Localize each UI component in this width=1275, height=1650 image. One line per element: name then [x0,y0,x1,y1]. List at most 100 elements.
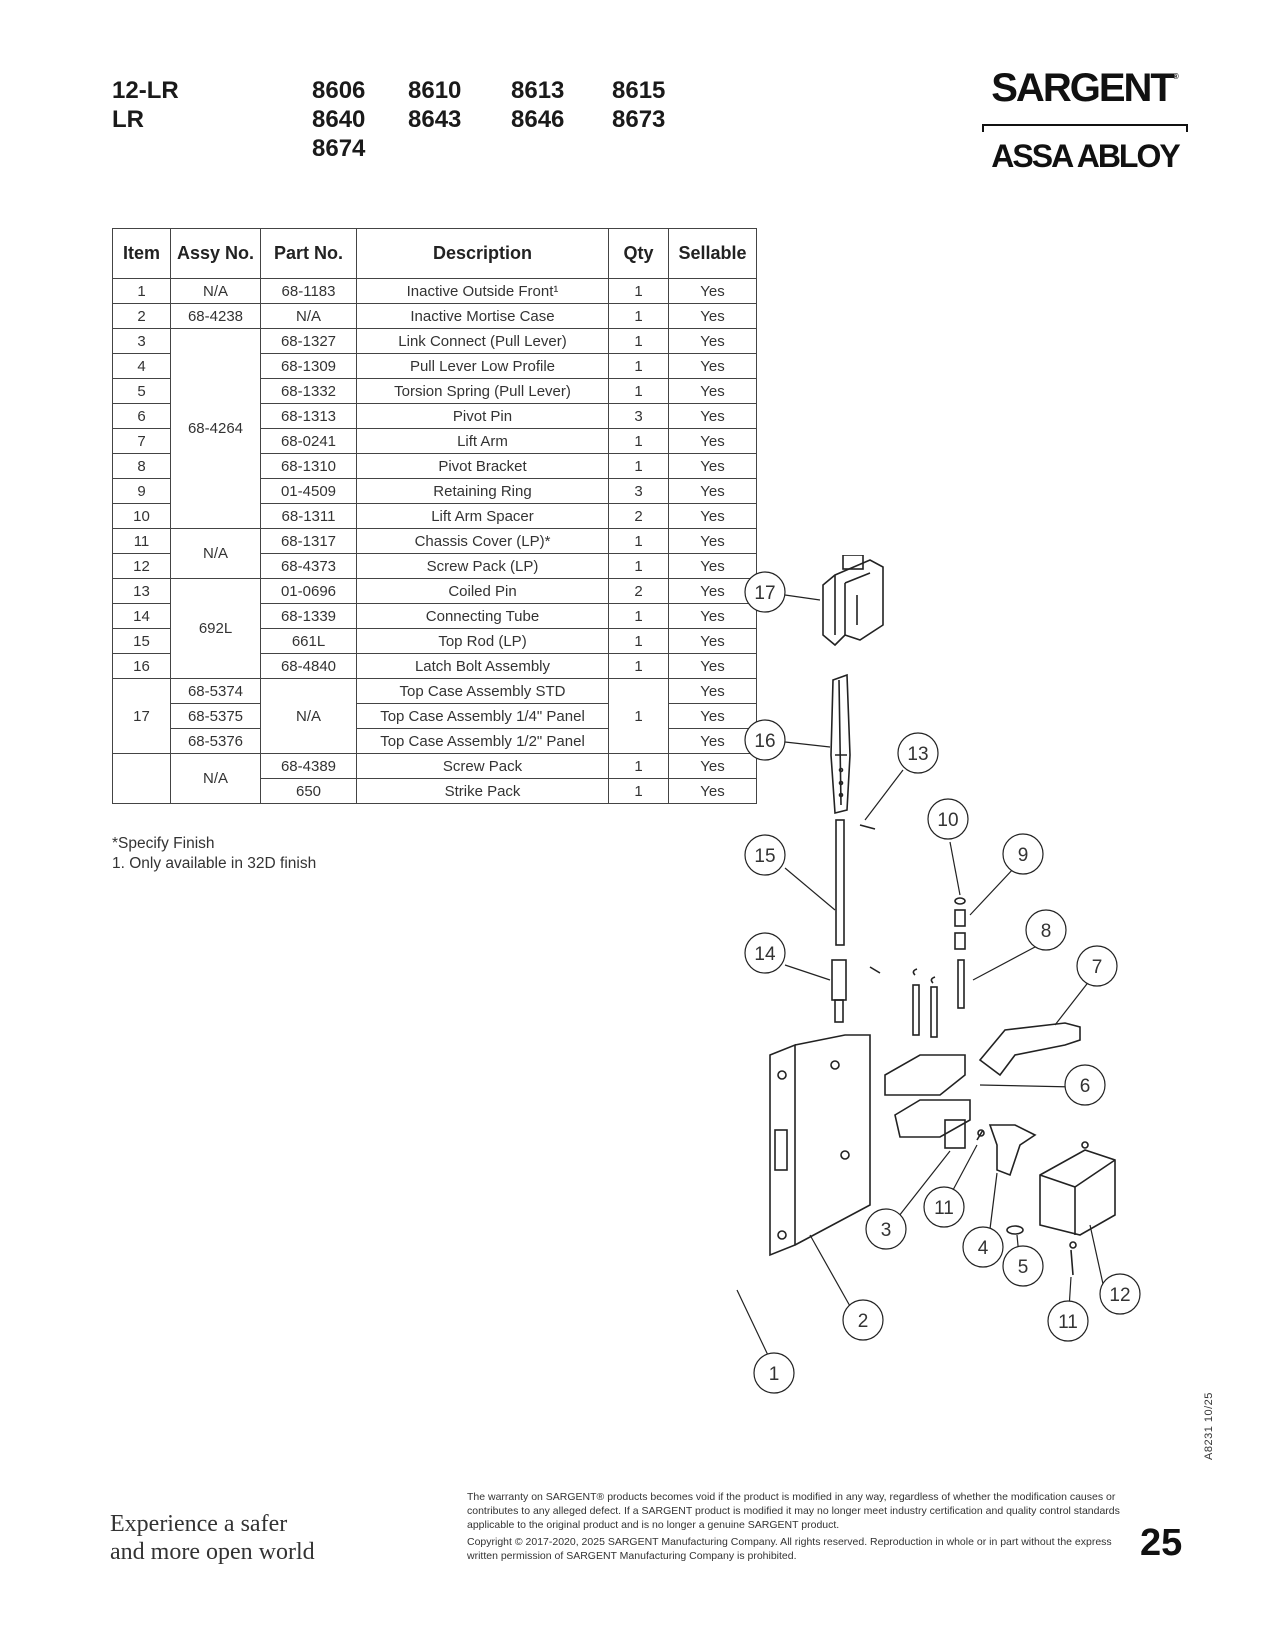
brand-name: SARGENT® [991,66,1179,110]
column-header: Description [356,228,609,279]
part-cell: 01-4509 [260,478,357,504]
description-cell: Top Case Assembly 1/4" Panel [356,703,609,729]
model-number: 8613 [511,77,565,104]
sellable-cell: Yes [668,353,757,379]
column-header: Sellable [668,228,757,279]
table-row: 12 68-4373 Screw Pack (LP) 1 Yes [112,553,757,579]
table-row: 4 68-1309 Pull Lever Low Profile 1 Yes [112,353,757,379]
chassis-cover [1039,1149,1116,1236]
sellable-cell: Yes [668,678,757,704]
screws [976,1129,1089,1276]
callout-label: 10 [937,810,958,831]
qty-cell: 1 [608,603,669,629]
callout-label: 7 [1092,957,1103,978]
part-cell: 68-1313 [260,403,357,429]
description-cell: Pull Lever Low Profile [356,353,609,379]
qty-cell: 1 [608,328,669,354]
description-cell: Chassis Cover (LP)* [356,528,609,554]
sellable-cell: Yes [668,603,757,629]
page-number: 25 [1140,1522,1183,1564]
qty-cell: 3 [608,478,669,504]
item-cell: 7 [112,428,171,454]
table-row: 14 68-1339 Connecting Tube 1 Yes [112,603,757,629]
table-row: 2 68-4238 N/A Inactive Mortise Case 1 Ye… [112,303,757,329]
part-cell: 68-1332 [260,378,357,404]
callout-label: 1 [769,1364,780,1385]
table-row: 68-5376 Top Case Assembly 1/2" Panel Yes [113,728,757,754]
model-number: 8673 [612,106,666,133]
qty-cell: 1 [608,678,669,754]
description-cell: Retaining Ring [356,478,609,504]
part-cell: 68-4389 [260,753,357,779]
description-cell: Screw Pack [356,753,609,779]
item-cell: 1 [112,278,171,304]
model-number: 8643 [408,106,462,133]
sellable-cell: Yes [668,378,757,404]
note: *Specify Finish [112,835,215,852]
note: 1. Only available in 32D finish [112,855,317,872]
model-number: 8615 [612,77,666,104]
callouts: 17 16 13 10 9 15 8 7 14 6 3 11 4 5 12 11… [744,571,1141,1394]
copyright-notice: Copyright © 2017-2020, 2025 SARGENT Manu… [467,1536,1112,1562]
pivot-pins [912,897,966,1038]
table-row: 68-5375 Top Case Assembly 1/4" Panel Yes [113,703,757,729]
table-row: 13 692L 01-0696 Coiled Pin 2 Yes [112,578,757,679]
link-connect [944,1119,966,1149]
column-header: Item [112,228,171,279]
part-cell: 68-1339 [260,603,357,629]
item-cell: 3 [112,328,171,354]
item-cell: 6 [112,403,171,429]
top-rod [835,819,845,946]
description-cell: Lift Arm Spacer [356,503,609,529]
model-number: 8646 [511,106,565,133]
assy-cell: 68-5376 [170,728,261,754]
sellable-cell: Yes [668,278,757,304]
part-cell: 68-1327 [260,328,357,354]
column-header: Qty [608,228,669,279]
model-number: 8674 [312,135,366,162]
part-cell: 68-4840 [260,653,357,679]
item-cell: 14 [112,603,171,629]
callout-label: 3 [881,1220,892,1241]
assy-cell: 68-5374 [170,678,261,704]
lift-arm [978,1022,1081,1077]
qty-cell: 1 [608,778,669,804]
item-cell: 12 [112,553,171,579]
tagline: Experience a safer and more open world [110,1511,315,1565]
part-cell: 68-1311 [260,503,357,529]
mortise-case [769,1034,871,1257]
table-row: 5 68-1332 Torsion Spring (Pull Lever) 1 … [112,378,757,404]
table-row: 11 N/A 68-1317 Chassis Cover (LP)* 1 Yes [112,528,757,579]
callout-label: 15 [754,846,775,867]
qty-cell: 1 [608,528,669,554]
item-cell: 10 [112,503,171,529]
qty-cell: 1 [608,303,669,329]
model-number: 8610 [408,77,462,104]
callout-label: 4 [978,1238,989,1259]
table-row: 6 68-1313 Pivot Pin 3 Yes [112,403,757,429]
item-cell: 17 [112,678,171,754]
model-number: 8606 [312,77,366,104]
description-cell: Lift Arm [356,428,609,454]
pull-lever [988,1124,1037,1177]
description-cell: Torsion Spring (Pull Lever) [356,378,609,404]
part-cell: 68-1310 [260,453,357,479]
part-cell: 68-4373 [260,553,357,579]
logo-rule [982,124,1188,132]
qty-cell: 1 [608,353,669,379]
sellable-cell: Yes [668,428,757,454]
document-code: A8231 10/25 [1203,1392,1215,1460]
table-row: 17 68-5374 N/A Top Case Assembly STD 1 Y… [112,678,757,754]
callout-label: 16 [754,731,775,752]
table-notes: *Specify Finish 1. Only available in 32D… [112,834,316,874]
assy-cell: N/A [170,528,261,579]
qty-cell: 1 [608,753,669,779]
qty-cell: 1 [608,653,669,679]
item-cell: 4 [112,353,171,379]
item-cell: 2 [112,303,171,329]
part-cell: 650 [260,778,357,804]
qty-cell: 2 [608,503,669,529]
item-cell: 15 [112,628,171,654]
table-row: 1 N/A 68-1183 Inactive Outside Front¹ 1 … [112,278,757,304]
part-cell: 661L [260,628,357,654]
